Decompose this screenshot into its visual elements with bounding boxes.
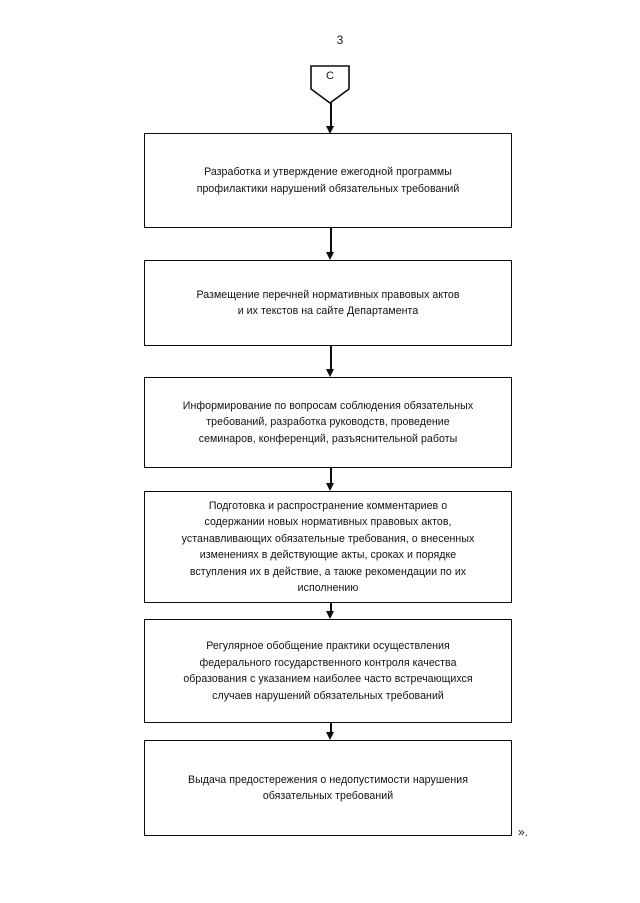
arrow-box5-to-box6 [326, 723, 336, 741]
arrow-stem [330, 346, 332, 370]
arrow-box1-to-box2 [326, 228, 336, 261]
flow-box-5[interactable]: Регулярное обобщение практики осуществле… [144, 619, 512, 723]
flow-box-4-text: Подготовка и распространение комментарие… [181, 499, 475, 595]
arrow-stem [330, 228, 332, 253]
arrow-stem [330, 723, 332, 733]
arrow-stem [330, 103, 332, 127]
off-page-connector-label: C [326, 70, 334, 82]
arrow-head [326, 611, 335, 619]
arrow-stem [330, 603, 332, 612]
arrow-head [326, 126, 335, 134]
flow-box-6-text: Выдача предостережения о недопустимости … [188, 773, 468, 803]
flow-box-5-text: Регулярное обобщение практики осуществле… [183, 640, 473, 702]
flow-box-3-text: Информирование по вопросам соблюдения об… [182, 399, 474, 445]
flow-box-2-text: Размещение перечней нормативных правовых… [196, 288, 460, 318]
arrow-box2-to-box3 [326, 346, 336, 378]
page-number: 3 [336, 33, 344, 47]
arrow-box4-to-box5 [326, 603, 336, 620]
off-page-connector-icon [309, 64, 351, 105]
flow-box-6[interactable]: Выдача предостережения о недопустимости … [144, 740, 512, 836]
arrow-connector-to-box1 [326, 103, 336, 134]
arrow-stem [330, 468, 332, 484]
arrow-head [326, 732, 335, 740]
arrow-head [326, 252, 335, 260]
flow-box-1[interactable]: Разработка и утверждение ежегодной прогр… [144, 133, 512, 228]
arrow-box3-to-box4 [326, 468, 336, 492]
arrow-head [326, 369, 335, 377]
flow-box-2[interactable]: Размещение перечней нормативных правовых… [144, 260, 512, 346]
flow-box-3[interactable]: Информирование по вопросам соблюдения об… [144, 377, 512, 468]
flow-box-1-text: Разработка и утверждение ежегодной прогр… [196, 166, 460, 195]
flow-box-4[interactable]: Подготовка и распространение комментарие… [144, 491, 512, 603]
arrow-head [326, 483, 335, 491]
closing-quote-mark: ». [518, 825, 529, 839]
